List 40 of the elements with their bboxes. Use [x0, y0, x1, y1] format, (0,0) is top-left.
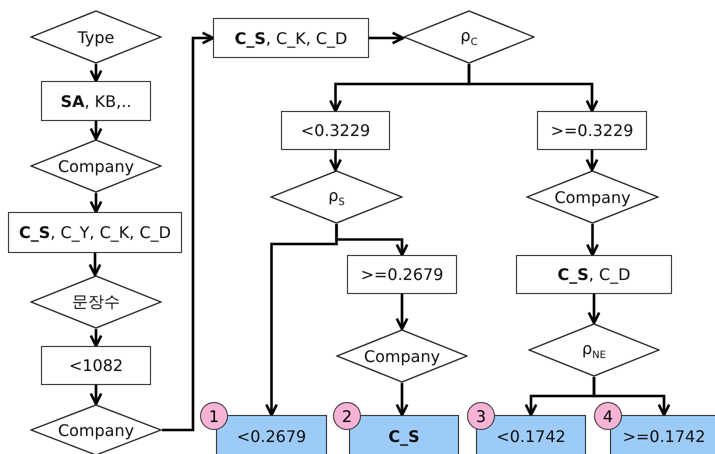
arrow [588, 294, 600, 324]
arrow [90, 64, 102, 82]
arrow [162, 32, 214, 432]
arrow [90, 193, 102, 214]
arrow [88, 253, 102, 276]
callout-number: 1 [200, 402, 228, 430]
callout-number: 2 [333, 402, 361, 430]
process-box: SA, KB,.. [41, 81, 151, 121]
arrow [396, 383, 408, 416]
arrow [335, 224, 408, 256]
decision-diamond: ρ$_{NE}$ [528, 323, 660, 377]
arrow [329, 150, 342, 172]
result-box: C_S [349, 415, 459, 454]
decision-diamond: ρ$_{S}$ [270, 170, 403, 224]
callout-number: 3 [467, 402, 495, 430]
callout-number: 4 [594, 402, 622, 430]
arrow [586, 150, 598, 172]
process-box: C_S, C_D [516, 255, 672, 294]
process-box: <1082 [41, 346, 151, 385]
decision-diamond: Company [526, 170, 659, 224]
process-box: C_S, C_K, C_D [213, 18, 369, 58]
result-box: <0.2679 [216, 415, 327, 454]
process-box: >=0.3229 [537, 111, 647, 150]
arrow [90, 329, 102, 348]
decision-diamond: Company [30, 139, 162, 193]
decision-diamond: Company [336, 329, 468, 383]
arrow [592, 377, 670, 416]
decision-diamond: Type [30, 10, 162, 64]
decision-diamond: 문장수 [30, 275, 162, 329]
process-box: C_S, C_Y, C_K, C_D [8, 212, 182, 253]
arrow [586, 224, 599, 256]
arrow [468, 64, 598, 112]
process-box: >=0.2679 [347, 255, 457, 294]
arrow [369, 32, 404, 44]
arrow [90, 385, 102, 406]
decision-diamond: ρ$_{C}$ [403, 10, 535, 64]
decision-diamond: Company [30, 404, 162, 454]
arrow [396, 294, 408, 330]
arrow [90, 121, 102, 140]
process-box: <0.3229 [281, 111, 390, 150]
